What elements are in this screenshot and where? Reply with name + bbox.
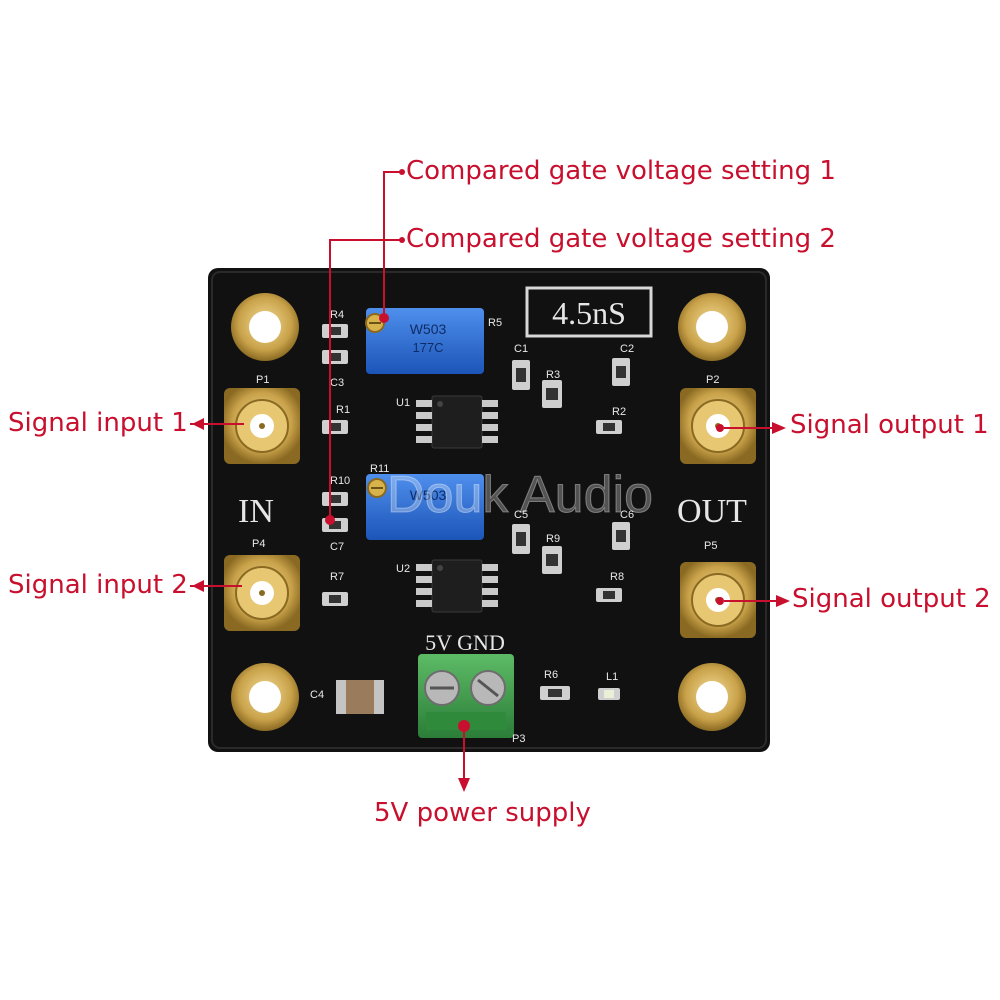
power-supply-arrow-icon (458, 778, 470, 792)
designator-p4: P4 (252, 538, 265, 550)
terminal-block-p3 (418, 654, 514, 738)
designator-c5: C5 (514, 509, 528, 521)
designator-r8: R8 (610, 571, 624, 583)
designator-c7: C7 (330, 541, 344, 553)
designator-c1: C1 (514, 343, 528, 355)
designator-r5: R5 (488, 317, 502, 329)
designator-c2: C2 (620, 343, 634, 355)
trimpot-2-marking: W503 (410, 487, 447, 503)
capacitor-c4 (336, 680, 384, 714)
out-label: OUT (677, 493, 747, 530)
designator-p2: P2 (706, 374, 719, 386)
trimpot-1-code: 177C (412, 340, 443, 355)
designator-r7: R7 (330, 571, 344, 583)
designator-r10: R10 (330, 475, 350, 487)
designator-c6: C6 (620, 509, 634, 521)
callout-gate-setting-2: Compared gate voltage setting 2 (406, 224, 836, 254)
gate-setting-2-dot-icon (325, 515, 335, 525)
callout-arrowheads (192, 169, 790, 792)
designator-u1: U1 (396, 397, 410, 409)
designator-p1: P1 (256, 374, 269, 386)
pcb-board (208, 268, 770, 752)
callout-signal-output-2: Signal output 2 (792, 584, 991, 614)
callout-signal-input-1: Signal input 1 (8, 408, 188, 438)
signal-output-1-dot-icon (716, 424, 724, 432)
mounting-hole-bottom-right (678, 663, 746, 731)
callout-power-supply: 5V power supply (374, 798, 591, 828)
mounting-hole-bottom-left (231, 663, 299, 731)
ic-u1 (416, 395, 498, 449)
designator-r4: R4 (330, 309, 344, 321)
sma-connector-p4 (224, 555, 300, 631)
designator-l1: L1 (606, 671, 618, 683)
watermark: Douk Audio (387, 466, 653, 524)
trimpot-1-marking: W503 (410, 321, 447, 337)
smd-component-bodies (329, 327, 626, 698)
ic-u2 (416, 559, 498, 613)
sma-connector-p1 (224, 388, 300, 464)
callout-signal-output-1: Signal output 1 (790, 410, 989, 440)
designator-r2: R2 (612, 406, 626, 418)
designator-u2: U2 (396, 563, 410, 575)
designator-r11: R11 (370, 463, 389, 475)
gate-setting-2-line (329, 239, 402, 520)
speed-badge: 4.5nS (552, 295, 626, 331)
signal-input-1-arrow-icon (192, 418, 204, 430)
signal-output-1-arrow-icon (772, 422, 786, 434)
gate-setting-1-dot-icon (379, 313, 389, 323)
signal-output-2-dot-icon (716, 597, 724, 605)
gate-setting-1-line (383, 171, 402, 318)
speed-badge-frame (525, 286, 653, 338)
in-label: IN (238, 493, 274, 530)
designator-r3: R3 (546, 369, 560, 381)
power-supply-dot-icon (458, 720, 470, 732)
signal-output-2-arrow-icon (776, 595, 790, 607)
designator-c3: C3 (330, 377, 344, 389)
mounting-hole-top-right (678, 293, 746, 361)
designator-c4: C4 (310, 689, 324, 701)
designator-p5: P5 (704, 540, 717, 552)
designator-p3: P3 (512, 733, 525, 745)
mounting-hole-top-left (231, 293, 299, 361)
callout-gate-setting-1: Compared gate voltage setting 1 (406, 156, 836, 186)
trimpot-1: W503 177C (365, 308, 484, 374)
power-pin-labels: 5V GND (425, 630, 505, 655)
callout-signal-input-2: Signal input 2 (8, 570, 188, 600)
designator-r6: R6 (544, 669, 558, 681)
trimpot-2: W503 (366, 474, 484, 540)
designator-r9: R9 (546, 533, 560, 545)
designator-r1: R1 (336, 404, 350, 416)
signal-input-2-arrow-icon (192, 580, 204, 592)
